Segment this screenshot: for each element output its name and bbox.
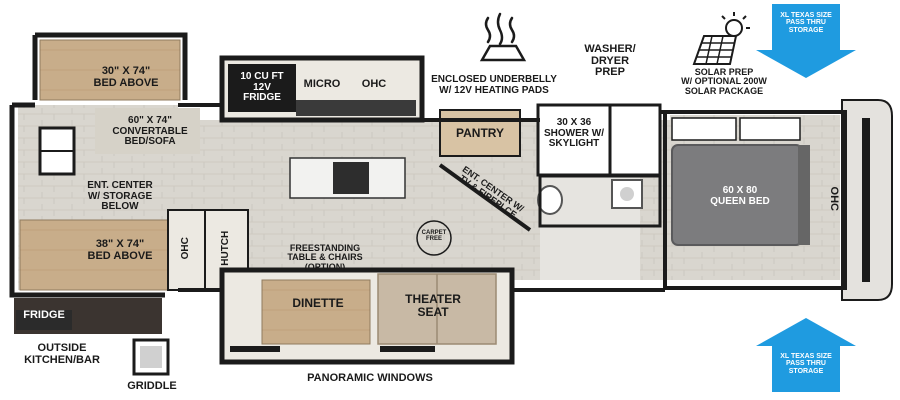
ohc-kitchen-label: OHC [361, 78, 387, 90]
convertable-bed-label: 60" X 74" CONVERTABLE BED/SOFA [112, 115, 188, 147]
pantry-block [439, 109, 521, 157]
heating-pads-icon [479, 12, 527, 62]
queen-bed-label: 60 X 80 QUEEN BED [710, 185, 770, 207]
outside-fridge-label: FRIDGE [23, 309, 65, 321]
underbelly-label: ENCLOSED UNDERBELLY W/ 12V HEATING PADS [431, 74, 557, 96]
fridge-12v-label: 10 CU FT 12V FRIDGE [240, 71, 284, 103]
storage-bottom-label: XL TEXAS SIZE PASS THRU STORAGE [780, 353, 832, 375]
panoramic-windows-label: PANORAMIC WINDOWS [307, 372, 433, 384]
master-bedroom [663, 110, 847, 290]
theater-seat-label: THEATER SEAT [405, 292, 461, 319]
griddle-label: GRIDDLE [127, 380, 177, 392]
ent-center-wall [438, 163, 532, 232]
ohc-right-label: OHC [827, 186, 840, 211]
arrow-up-icon [756, 318, 856, 392]
sofa-block [95, 108, 200, 154]
storage-top-label: XL TEXAS SIZE PASS THRU STORAGE [780, 12, 832, 34]
bunk-bottom-wood [19, 219, 176, 291]
arrow-down-icon [756, 4, 856, 78]
dinette-label: DINETTE [292, 296, 344, 310]
front-window [862, 118, 870, 282]
ohc-left-label: OHC [179, 237, 191, 260]
solar-label: SOLAR PREP W/ OPTIONAL 200W SOLAR PACKAG… [681, 67, 767, 96]
carpet-free-badge [416, 220, 452, 256]
washer-dryer-label: WASHER/ DRYER PREP [584, 43, 636, 79]
outside-kitchen [14, 298, 170, 376]
kitchen-slide [219, 55, 425, 123]
micro-label: MICRO [303, 78, 341, 90]
freestanding-table-label: FREESTANDING TABLE & CHAIRS (OPTION) [287, 243, 363, 272]
island-sink [333, 162, 369, 194]
hutch-label: HUTCH [219, 230, 231, 266]
bunk-top-wood [39, 39, 181, 101]
living-slide [219, 267, 515, 365]
carpet-free-label: CARPET FREE [421, 230, 447, 243]
rear-walls [9, 32, 188, 298]
bed-above-bottom-label: 38" X 74" BED ABOVE [87, 238, 153, 262]
exterior-walls [178, 103, 665, 292]
bathroom [536, 103, 662, 228]
bed-above-top-label: 30" X 74" BED ABOVE [93, 65, 159, 89]
outside-kitchen-label: OUTSIDE KITCHEN/BAR [24, 342, 100, 366]
solar-panel-icon [692, 12, 750, 65]
ent-center-storage-label: ENT. CENTER W/ STORAGE BELOW [87, 180, 153, 212]
shower-label: 30 X 36 SHOWER W/ SKYLIGHT [544, 117, 604, 149]
pantry-label: PANTRY [456, 126, 504, 140]
